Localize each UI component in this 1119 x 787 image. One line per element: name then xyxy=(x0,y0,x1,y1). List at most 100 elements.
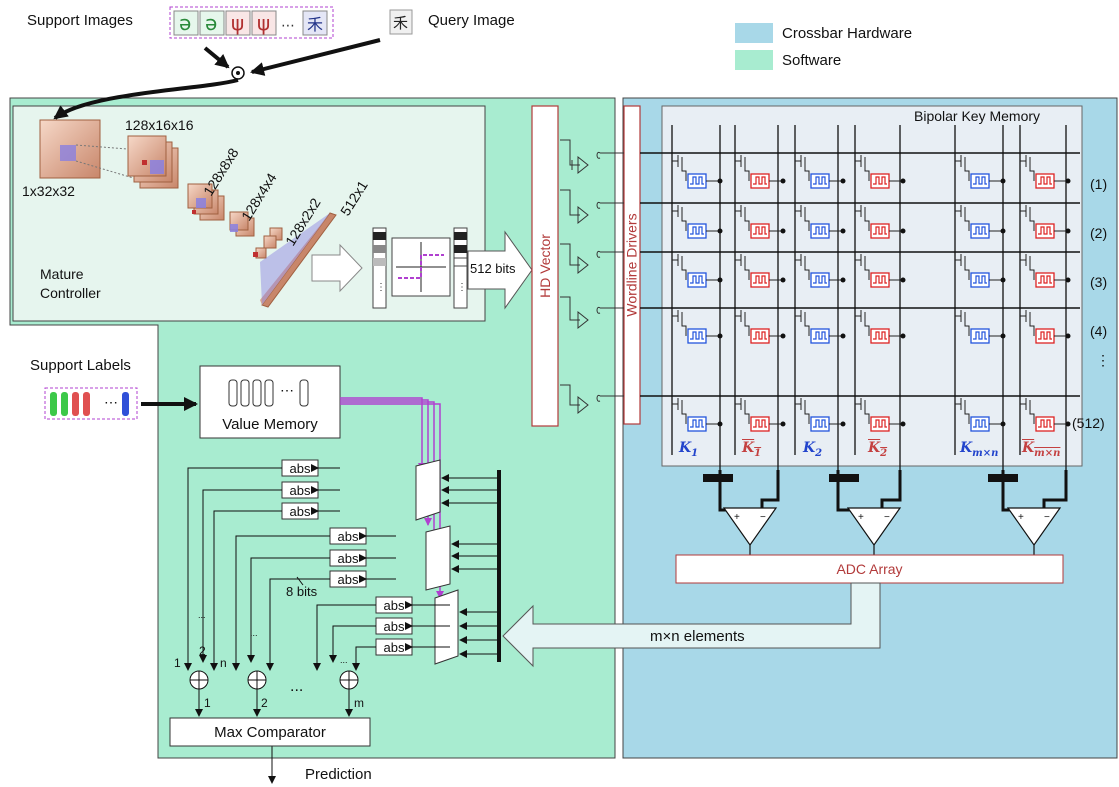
abs-label: abs xyxy=(337,571,359,587)
sense-wiring xyxy=(718,470,1068,512)
abs-label: abs xyxy=(289,460,311,476)
memristor-cell xyxy=(855,254,906,288)
adc-array-box xyxy=(675,554,1064,584)
to-activation-arrow xyxy=(311,243,363,293)
support-images-label: Support Images xyxy=(27,12,133,29)
memristor-cell xyxy=(1020,310,1071,344)
key-k2-bar: K2 xyxy=(868,440,888,459)
sum-label-1: 1 xyxy=(174,656,181,670)
key-kmn: Km×n xyxy=(960,440,999,459)
row-2-label: (2) xyxy=(1090,225,1108,241)
hd-vector-box xyxy=(531,105,559,427)
adder-outputs xyxy=(195,689,353,784)
key-k2: K2 xyxy=(803,440,823,459)
wordline-drivers-label: Wordline Drivers xyxy=(624,213,640,317)
cnn-layers xyxy=(39,119,337,308)
binary-vector-bar: ⋮ xyxy=(453,227,468,309)
memristor-cell xyxy=(672,155,723,189)
abs-label: abs xyxy=(337,550,359,566)
svg-text:−: − xyxy=(760,512,766,523)
memristor-cell xyxy=(672,254,723,288)
memristor-cell xyxy=(735,155,786,189)
support-label-swatches xyxy=(50,392,129,416)
bits-label: 512 bits xyxy=(470,261,516,276)
svg-text:+: + xyxy=(858,512,864,523)
key-k1: K1 xyxy=(679,440,699,459)
comparators xyxy=(722,507,1062,555)
memristor-cell xyxy=(1020,254,1071,288)
row-512-label: (512) xyxy=(1072,415,1105,431)
abs-label: abs xyxy=(383,597,405,613)
sum-label-n: n xyxy=(220,656,227,670)
svg-text:ψ: ψ xyxy=(257,11,270,35)
elements-label: m×n elements xyxy=(650,628,745,645)
memristor-cell xyxy=(735,205,786,239)
query-to-op-arrow xyxy=(250,38,381,76)
memristor-cell xyxy=(855,155,906,189)
svg-text:⋯: ⋯ xyxy=(281,18,295,34)
bus-arrows xyxy=(441,474,499,658)
value-memory-ellipsis: ⋯ xyxy=(280,382,294,398)
query-image-thumb: 禾 xyxy=(389,9,413,35)
memristor-cell xyxy=(855,205,906,239)
value-memory-box xyxy=(199,365,341,439)
row-dots-label: ⋮ xyxy=(1096,352,1110,368)
svg-text:⋮: ⋮ xyxy=(457,282,467,293)
svg-text:−: − xyxy=(1044,512,1050,523)
prediction-label: Prediction xyxy=(305,766,372,783)
memristor-cell xyxy=(795,398,846,432)
memristor-cell xyxy=(955,254,1006,288)
comparator-signs: + − + − + − xyxy=(734,512,1050,523)
key-kmn-bar: Km×n xyxy=(1022,440,1061,459)
row-3-label: (3) xyxy=(1090,274,1108,290)
elements-feedback-arrow xyxy=(502,582,881,668)
value-memory-label: Value Memory xyxy=(222,415,318,433)
value-memory-cells xyxy=(228,379,309,407)
memory-title: Bipolar Key Memory xyxy=(914,108,1041,124)
wordline-drivers-box xyxy=(623,105,641,425)
wordlines xyxy=(640,152,1080,397)
memristor-cell xyxy=(1020,205,1071,239)
hd-vector-label: HD Vector xyxy=(537,234,553,298)
row-1-label: (1) xyxy=(1090,176,1108,192)
sum-out-2: 2 xyxy=(261,696,268,710)
query-image-label: Query Image xyxy=(428,12,515,29)
row-4-label: (4) xyxy=(1090,323,1108,339)
memristor-cell xyxy=(795,205,846,239)
memristor-cell xyxy=(672,205,723,239)
svg-text:+: + xyxy=(734,512,740,523)
bits8-label: 8 bits xyxy=(286,584,318,599)
abs-label: abs xyxy=(337,528,359,544)
sum-out-1: 1 xyxy=(204,696,211,710)
controller-label-line1: Mature xyxy=(40,266,84,282)
svg-text:−: − xyxy=(884,512,890,523)
memristor-cell xyxy=(1020,155,1071,189)
abs-label: abs xyxy=(289,503,311,519)
legend-software-label: Software xyxy=(782,52,842,69)
memristor-cell xyxy=(955,155,1006,189)
legend-hardware-label: Crossbar Hardware xyxy=(782,25,913,42)
svg-text:⋮: ⋮ xyxy=(376,282,386,293)
sum-ellipsis: ... xyxy=(290,678,304,695)
svg-text:ψ: ψ xyxy=(231,11,244,35)
memristor-cell xyxy=(1020,398,1071,432)
sum-dots-1: ... xyxy=(198,610,206,620)
bits-arrow xyxy=(467,230,533,310)
abs-label: abs xyxy=(383,639,405,655)
svg-text:禾: 禾 xyxy=(393,14,408,32)
abs-label: abs xyxy=(383,618,405,634)
legend-hardware-swatch xyxy=(735,23,773,43)
support-image-thumbs: ə ə ψ ψ ⋯ 禾 xyxy=(173,10,328,36)
memristor-cell xyxy=(855,310,906,344)
dim-128x16x16: 128x16x16 xyxy=(125,117,194,133)
memristor-cell xyxy=(955,398,1006,432)
memristor-cell xyxy=(672,310,723,344)
memristor-cell xyxy=(955,205,1006,239)
controller-label-line2: Controller xyxy=(40,285,101,301)
svg-text:ə: ə xyxy=(179,11,191,35)
max-comparator-box xyxy=(169,717,371,747)
bitlines xyxy=(671,125,1067,470)
adc-array-label: ADC Array xyxy=(836,561,903,577)
svg-text:+: + xyxy=(1018,512,1024,523)
